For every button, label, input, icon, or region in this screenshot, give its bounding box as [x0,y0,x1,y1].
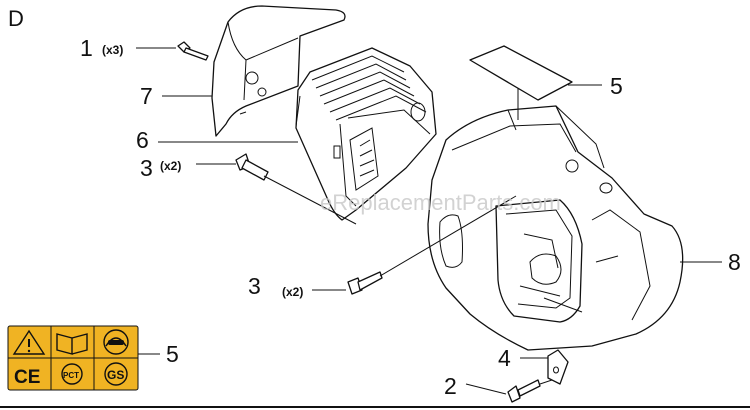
callout-4: 4 [498,345,511,371]
callout-1: 1 [80,35,93,61]
callout-5-lower: 5 [166,341,179,367]
part-5-label-plate [469,45,573,101]
section-label: D [8,6,24,31]
callout-7: 7 [140,83,153,109]
warning-sticker: CE PCT GS [7,325,139,391]
callout-3-upper: 3 [140,155,153,181]
callout-2: 2 [444,373,457,399]
part-7-top-cover [211,5,346,137]
ce-mark-icon: CE [14,367,40,388]
ear-eye-protection-icon [103,329,129,355]
callout-1-qty: (x3) [102,43,123,57]
part-3-screw-lower [347,271,383,295]
callout-3-lower: 3 [248,273,261,299]
part-6-cylinder-fins [295,47,437,221]
callout-6: 6 [136,127,149,153]
callout-8: 8 [728,249,741,275]
part-2-screw [507,379,541,403]
gs-mark-icon: GS [104,362,128,386]
pct-mark-text: PCT [63,371,79,380]
part-8-main-housing [427,105,684,351]
callout-3-lower-qty: (x2) [282,285,303,299]
part-4-bracket [547,349,569,385]
callout-5-upper: 5 [610,73,623,99]
warning-triangle-icon [12,329,46,355]
leader-lines [136,47,722,395]
part-1-screw [177,41,209,61]
part-3-screw-upper [235,153,269,181]
callout-3-upper-qty: (x2) [160,159,181,173]
gs-mark-text: GS [107,368,124,382]
manual-book-icon [56,333,88,355]
pct-mark-icon: PCT [61,363,83,385]
watermark: eReplacementParts.com [320,190,561,215]
